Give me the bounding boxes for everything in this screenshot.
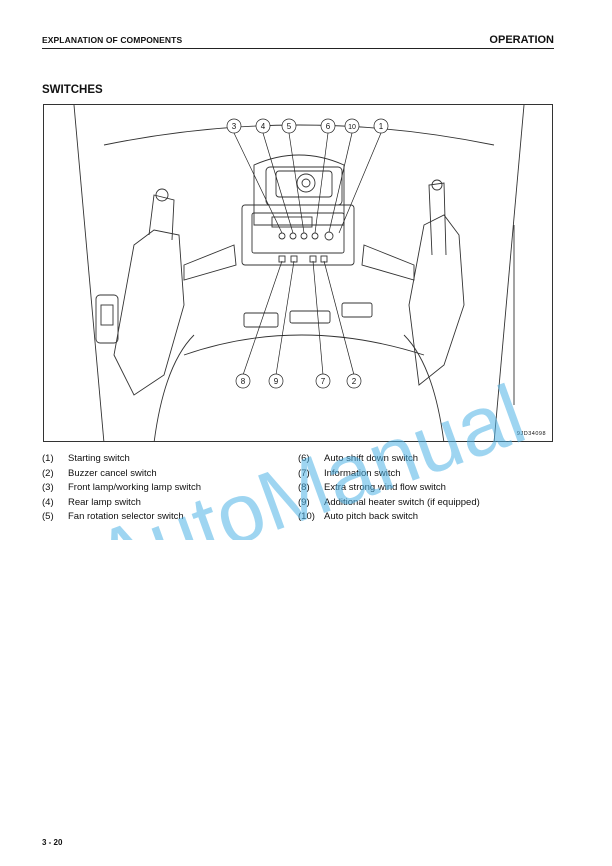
callout-label: 4 [261, 122, 266, 131]
callout-8: 8 [235, 373, 251, 389]
callout-9: 9 [268, 373, 284, 389]
legend-item: (8) Extra strong wind flow switch [298, 481, 558, 496]
legend-text: Auto pitch back switch [324, 511, 418, 523]
legend-item: (2) Buzzer cancel switch [42, 467, 292, 482]
legend-text: Starting switch [68, 453, 130, 464]
switches-figure: 3 4 5 6 10 1 [43, 104, 553, 442]
header-section-name: EXPLANATION OF COMPONENTS [42, 35, 183, 45]
legend-item: (9) Additional heater switch (if equipped… [298, 496, 558, 511]
legend-text: Front lamp/working lamp switch [68, 482, 202, 494]
callout-label: 10 [348, 124, 356, 131]
callout-7: 7 [315, 373, 331, 389]
legend-number: (4) [42, 496, 54, 508]
figure-code: 9JD34098 [516, 431, 546, 437]
legend-number: (1) [42, 453, 54, 464]
legend-number: (3) [42, 482, 54, 494]
legend-number: (2) [42, 467, 54, 479]
callout-1: 1 [373, 118, 389, 134]
legend-left: (1) Starting switch (2) Buzzer cancel swit… [42, 452, 292, 525]
legend-number: (10) [298, 511, 315, 523]
callout-6: 6 [320, 118, 336, 134]
legend-number: (8) [298, 482, 310, 494]
legend-text: Information switch [324, 467, 401, 479]
callout-label: 9 [274, 377, 279, 386]
legend-number: (6) [298, 453, 310, 464]
legend-right: (6) Auto shift down switch (7) Information… [298, 452, 558, 525]
callout-label: 1 [379, 122, 384, 131]
legend-item: (5) Fan rotation selector switch [42, 510, 292, 525]
legend-text: Buzzer cancel switch [68, 467, 157, 479]
legend-text: Fan rotation selector switch [68, 511, 184, 523]
legend-item: (6) Auto shift down switch [298, 452, 558, 467]
cab-illustration: 3 4 5 6 10 1 [73, 105, 525, 441]
callout-4: 4 [255, 118, 271, 134]
legend-item: (4) Rear lamp switch [42, 496, 292, 511]
callout-label: 6 [326, 122, 331, 131]
legend-text: Extra strong wind flow switch [324, 482, 446, 494]
legend-text: Rear lamp switch [68, 496, 141, 508]
callout-5: 5 [281, 118, 297, 134]
legend-number: (5) [42, 511, 54, 523]
legend-item: (10) Auto pitch back switch [298, 510, 558, 525]
legend-item: (1) Starting switch [42, 452, 292, 467]
legend-text: Auto shift down switch [324, 453, 418, 464]
legend-number: (9) [298, 496, 310, 508]
callout-label: 2 [352, 377, 357, 386]
callout-label: 5 [287, 122, 292, 131]
callout-label: 7 [321, 377, 326, 386]
callout-3: 3 [226, 118, 242, 134]
legend-text: Additional heater switch (if equipped) [324, 496, 480, 508]
callout-10: 10 [344, 118, 360, 134]
page-number: 3 - 20 [42, 838, 63, 847]
callout-label: 3 [232, 122, 237, 131]
legend-number: (7) [298, 467, 310, 479]
section-title: SWITCHES [42, 84, 103, 96]
legend-item: (3) Front lamp/working lamp switch [42, 481, 292, 496]
header-chapter-name: OPERATION [489, 34, 554, 46]
callout-label: 8 [241, 377, 246, 386]
legend-item: (7) Information switch [298, 467, 558, 482]
page-header: EXPLANATION OF COMPONENTS OPERATION [42, 30, 554, 49]
callout-2: 2 [346, 373, 362, 389]
